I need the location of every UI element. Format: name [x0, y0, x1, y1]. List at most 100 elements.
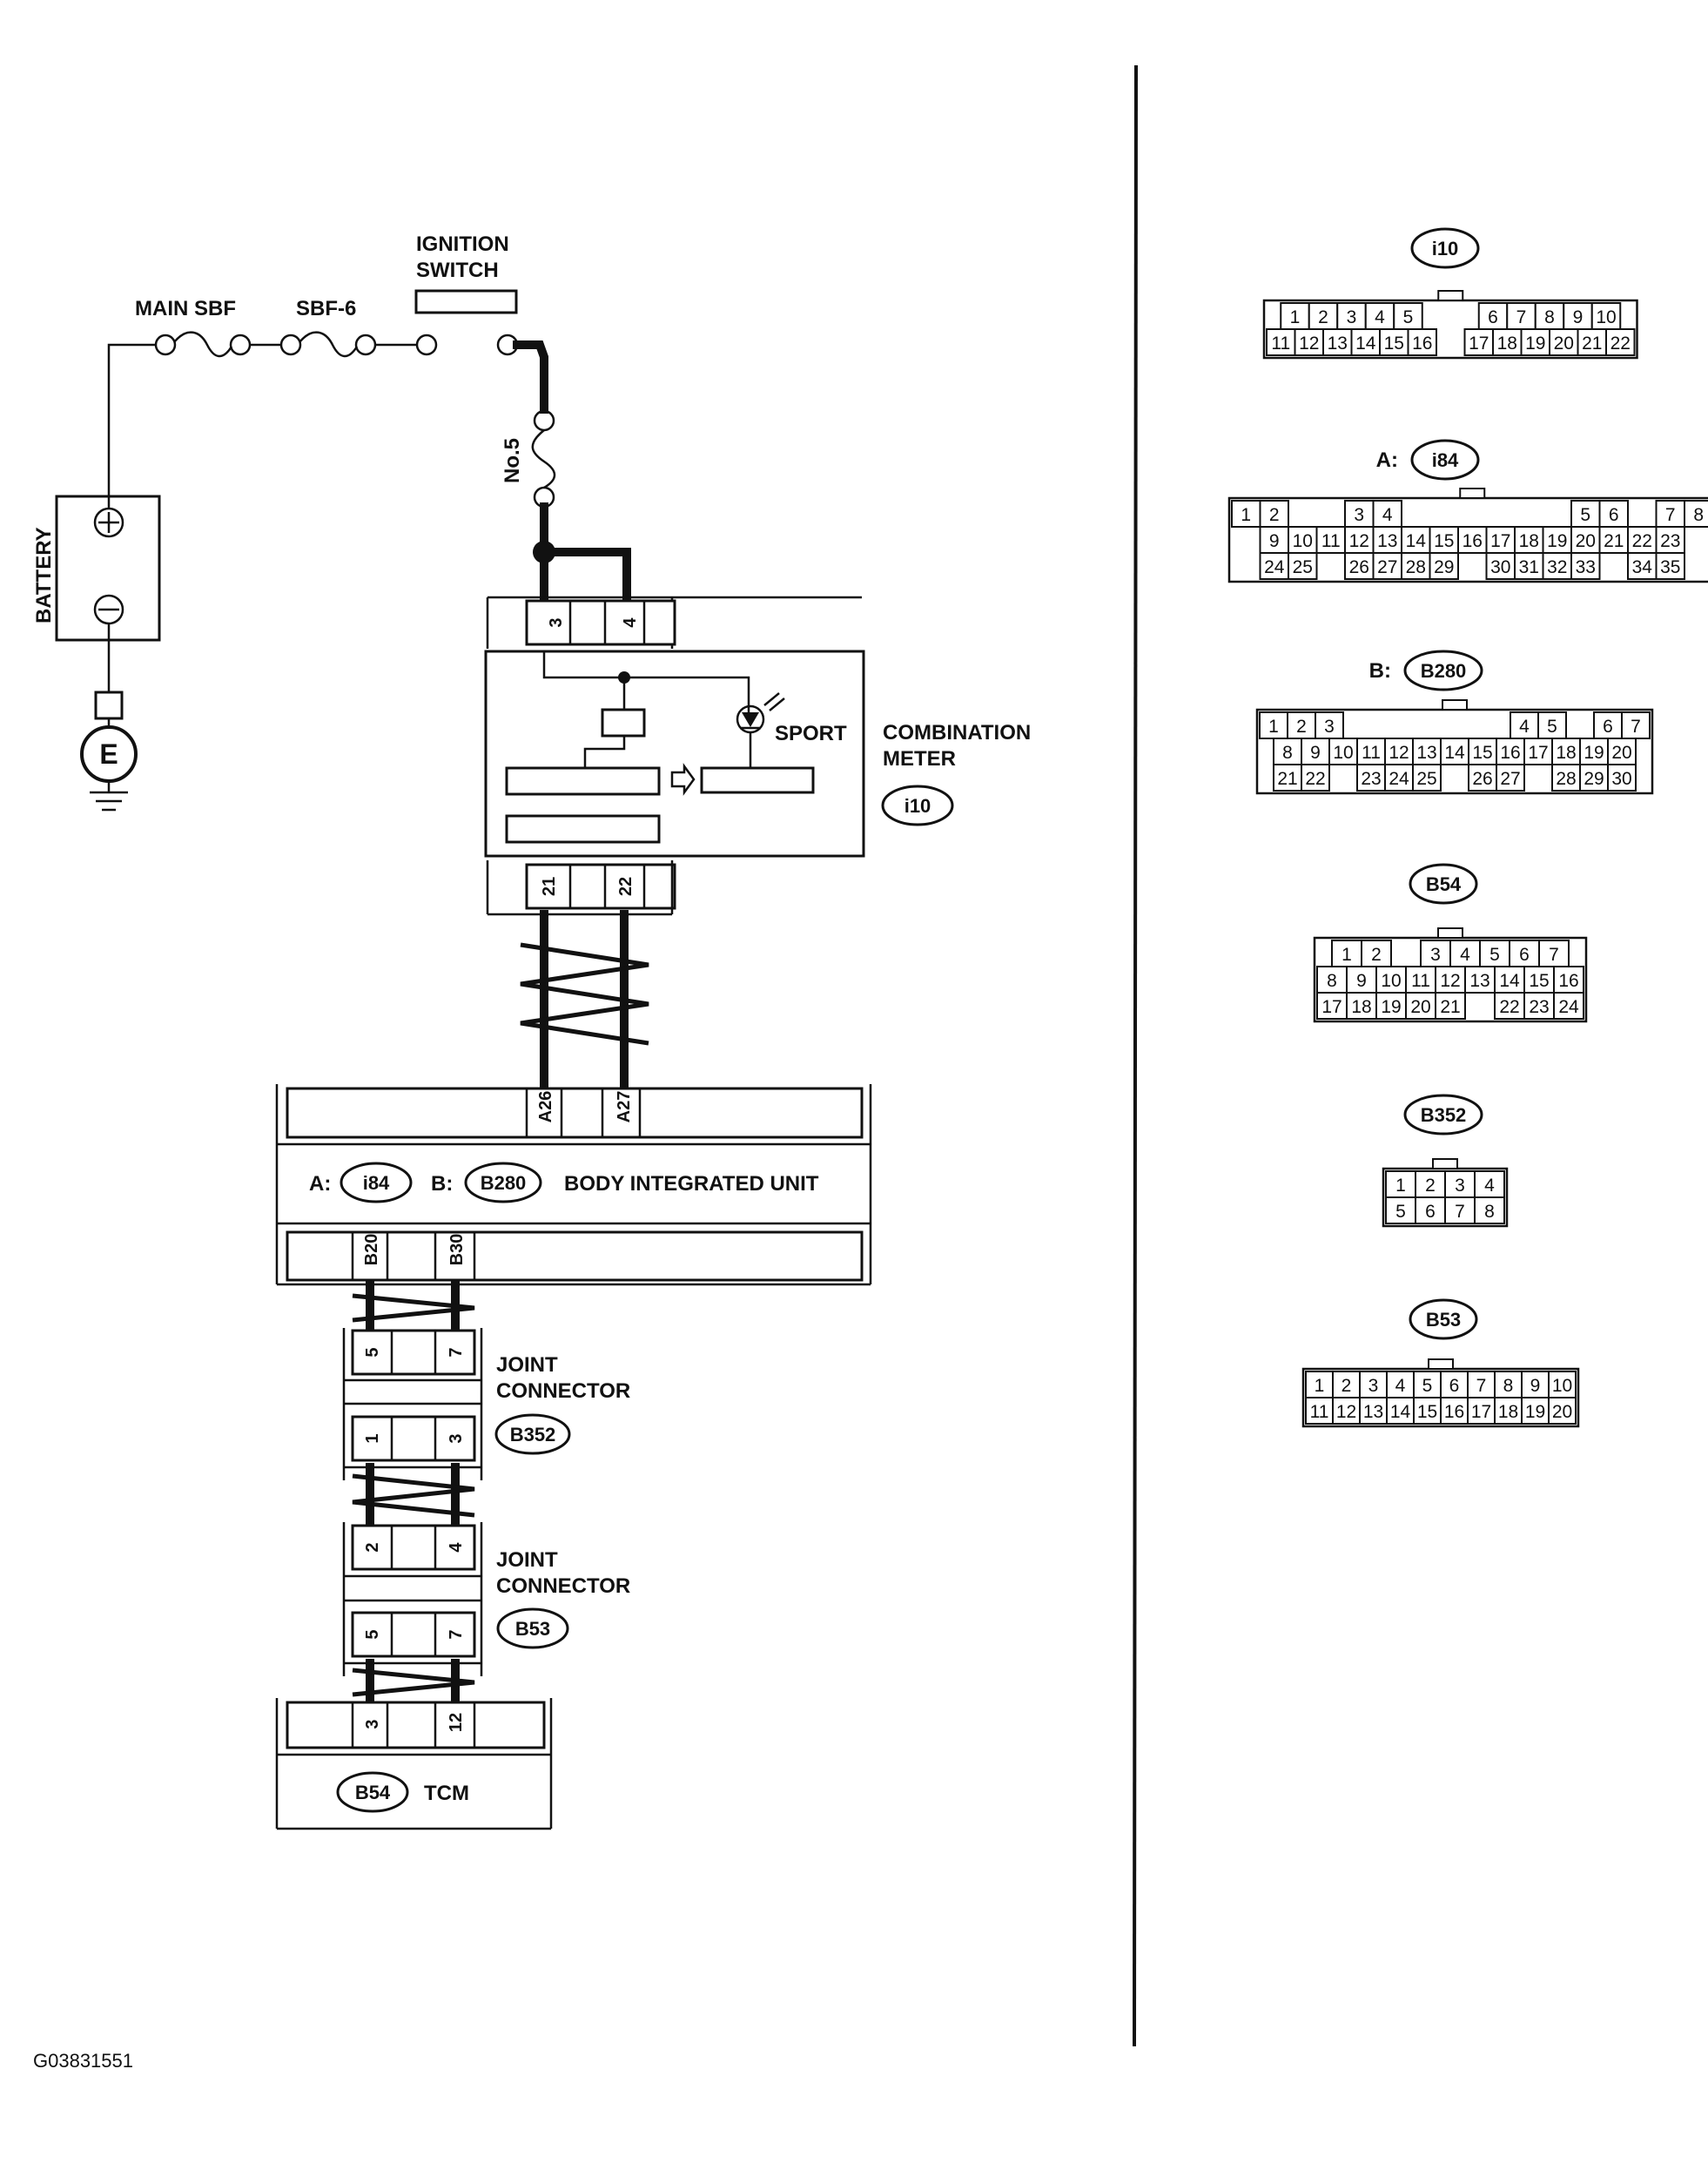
connector-pin-number: 4: [1484, 1176, 1495, 1196]
connector-pin-cell: [1407, 328, 1437, 356]
body-id-a: i84: [363, 1172, 390, 1194]
connector-id: B280: [1421, 660, 1467, 682]
connector-pin-number: 19: [1525, 1402, 1545, 1422]
tcm-pin-12: 12: [447, 1713, 466, 1732]
ground-fuse-box: [94, 691, 124, 720]
sport-label: SPORT: [775, 722, 847, 745]
connector-pin-number: 9: [1573, 307, 1584, 327]
connector-pin-number: 28: [1556, 769, 1576, 789]
connector-pin-number: 34: [1632, 557, 1653, 577]
connector-pin-cell: [1435, 992, 1466, 1020]
connector-pin-cell: [1266, 328, 1296, 356]
connector-pin-number: 29: [1434, 557, 1454, 577]
connector-pin-number: 17: [1321, 997, 1342, 1017]
connector-pin-number: 12: [1336, 1402, 1356, 1422]
connector-pin-cell: [1288, 552, 1318, 580]
connector-pin-number: 3: [1347, 307, 1357, 327]
connector-pin-cell: [1379, 328, 1409, 356]
twisted-pair-2: [352, 1280, 475, 1335]
sbf6-fuse: [279, 331, 377, 358]
connector-pin-number: 5: [1422, 1376, 1433, 1396]
connector-pin-number: 7: [1631, 717, 1641, 737]
connector-pin-number: 15: [1434, 531, 1454, 551]
connector-pin-number: 19: [1381, 997, 1401, 1017]
tcm-id-badge: [336, 1771, 409, 1813]
joint-connector-b352: 5 7 1 3 JOINT CONNECTOR B352: [342, 1328, 630, 1480]
connector-pin-number: 23: [1660, 531, 1680, 551]
connector-pin-cell: [1523, 738, 1553, 765]
combination-meter-id-badge: [881, 785, 954, 826]
connector-pin-number: 19: [1584, 743, 1604, 763]
body-pin-a27: A27: [615, 1091, 634, 1123]
connector-pin-number: 9: [1310, 743, 1321, 763]
arrow-right-icon: [670, 763, 696, 796]
connector-pin-cell: [1308, 302, 1339, 330]
joint-connector-b53: 2 4 5 7 JOINT CONNECTOR B53: [342, 1522, 630, 1676]
body-id-badge-a: [340, 1162, 413, 1203]
connector-pin-cell: [1494, 1397, 1523, 1425]
connector-pin-cell: [1356, 738, 1386, 765]
connector-pin-cell: [1549, 328, 1579, 356]
connector-pin-cell: [1537, 711, 1567, 739]
meter-pin-21: 21: [540, 877, 559, 896]
connector-pin-number: 22: [1610, 334, 1631, 354]
no5-fuse: [531, 409, 556, 509]
connector-pin-number: 20: [1576, 531, 1596, 551]
connector-id-badge: [1410, 439, 1480, 481]
connector-pin-number: 11: [1321, 531, 1341, 551]
body-pin-b20: B20: [362, 1234, 381, 1266]
connector-pin-cell: [1273, 764, 1302, 792]
connector-pin-number: 6: [1488, 307, 1498, 327]
connector-pin-cell: [1361, 940, 1392, 967]
connector-pin-cell: [1463, 328, 1494, 356]
connector-pin-cell: [1607, 764, 1637, 792]
connector-pin-number: 12: [1349, 531, 1369, 551]
connector-pin-cell: [1405, 966, 1436, 994]
connector-pin-number: 2: [1371, 945, 1382, 965]
connector-pin-cell: [1344, 552, 1375, 580]
connector-pin-number: 26: [1349, 557, 1369, 577]
combination-meter-label-2: METER: [883, 747, 956, 771]
connector-id-badge: [1409, 863, 1478, 905]
connector-pin-number: 2: [1425, 1176, 1436, 1196]
connector-pin-cell: [1385, 1196, 1416, 1224]
connector-pin-cell: [1316, 992, 1348, 1020]
connector-pin-cell: [1328, 738, 1358, 765]
connector-pin-cell: [1579, 738, 1609, 765]
connector-id: i10: [1432, 238, 1459, 259]
connector-pin-number: 18: [1556, 743, 1576, 763]
meter-circuit-block-2: [700, 766, 815, 794]
connector-pin-cell: [1548, 1397, 1577, 1425]
joint-connector-b53-label-1: JOINT: [496, 1548, 558, 1572]
connector-pin-cell: [1684, 500, 1708, 528]
connector-pin-cell: [1322, 328, 1353, 356]
ignition-switch-label-2: SWITCH: [416, 259, 499, 282]
twisted-pair-1: [520, 910, 649, 1093]
connector-pin-cell: [1440, 738, 1469, 765]
connector-pin-number: 22: [1632, 531, 1652, 551]
connector-pin-number: 24: [1264, 557, 1285, 577]
connector-pin-number: 31: [1519, 557, 1539, 577]
connector-pin-number: 24: [1558, 997, 1579, 1017]
connector-pin-number: 13: [1416, 743, 1436, 763]
connector-pin-number: 12: [1440, 971, 1460, 991]
connector-pin-number: 14: [1406, 531, 1427, 551]
connector-pin-number: 25: [1416, 769, 1436, 789]
connector-pin-number: 35: [1660, 557, 1680, 577]
connector-pin-number: 2: [1342, 1376, 1352, 1396]
joint-connector-b352-label-2: CONNECTOR: [496, 1379, 630, 1403]
connector-id-badge: [1403, 1094, 1483, 1136]
b53-pin-2: 2: [363, 1542, 382, 1552]
connector-pin-cell: [1479, 940, 1510, 967]
tcm: 3 12 B54 TCM: [275, 1698, 553, 1830]
connector-pin-number: 30: [1611, 769, 1631, 789]
connector-pin-number: 17: [1469, 334, 1489, 354]
connector-pin-number: 2: [1296, 717, 1307, 737]
connector-pin-number: 15: [1472, 743, 1492, 763]
connector-pin-number: 4: [1375, 307, 1385, 327]
joint-connector-b53-label-2: CONNECTOR: [496, 1574, 630, 1598]
ignition-switch: [414, 289, 519, 356]
